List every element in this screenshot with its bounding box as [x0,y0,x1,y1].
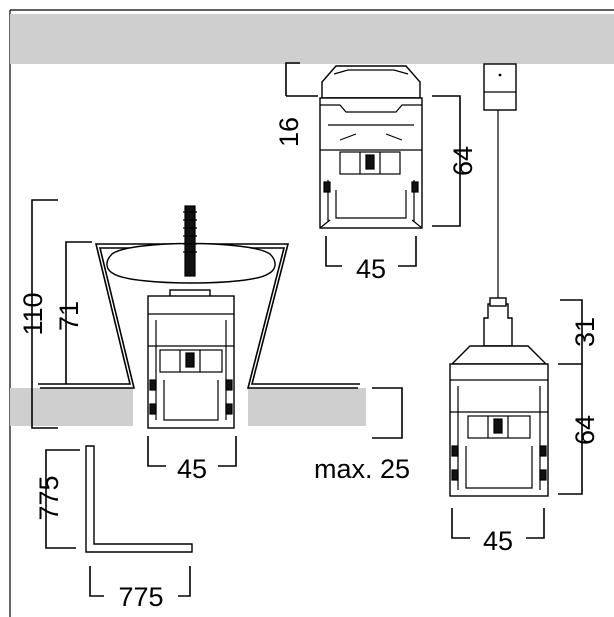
dim-line-71 [65,241,92,384]
dim-line-45-surface-left [325,236,342,267]
dim-line-64-surface [432,95,461,227]
surface-mounted-profile [319,65,423,229]
dim-line-ceiling [372,387,403,439]
dim-line-64-pendant [558,364,583,495]
dim-line-45-pendant-left [451,508,470,539]
dim-recessed-inner: 71 [54,301,84,331]
dim-line-775-horizontal-right [178,566,191,597]
dim-pendant-width: 45 [483,526,513,556]
dim-line-45-recessed-left [147,436,166,467]
dim-line-775-horizontal-left [89,566,104,597]
dim-recessed-overall: 110 [18,292,48,335]
dim-surface-width: 45 [356,254,386,284]
dim-line-110 [31,199,58,429]
dim-pendant-body: 64 [570,415,600,445]
dim-surface-body: 64 [448,146,478,176]
dim-ceiling-thickness: max. 25 [314,454,410,484]
dim-line-775-vertical [45,449,80,549]
ceiling-band-left [10,388,133,426]
dim-cutout-vertical: 775 [34,475,64,520]
dim-line-45-recessed-right [218,436,237,467]
recessed-profile [38,205,360,429]
dim-line-45-pendant-right [526,508,545,539]
dim-surface-height: 16 [274,117,304,147]
dim-line-45-surface-right [398,236,417,267]
ceiling-band-right [248,388,366,426]
dim-line-31 [558,299,583,365]
cutout-corner [85,445,193,553]
pendant-profile [449,63,549,497]
dim-line-16-top [285,62,300,96]
dim-pendant-top: 31 [570,317,600,347]
ceiling-band-top [10,14,614,64]
dim-cutout-horizontal: 775 [118,582,163,612]
dim-recessed-width: 45 [177,454,207,484]
